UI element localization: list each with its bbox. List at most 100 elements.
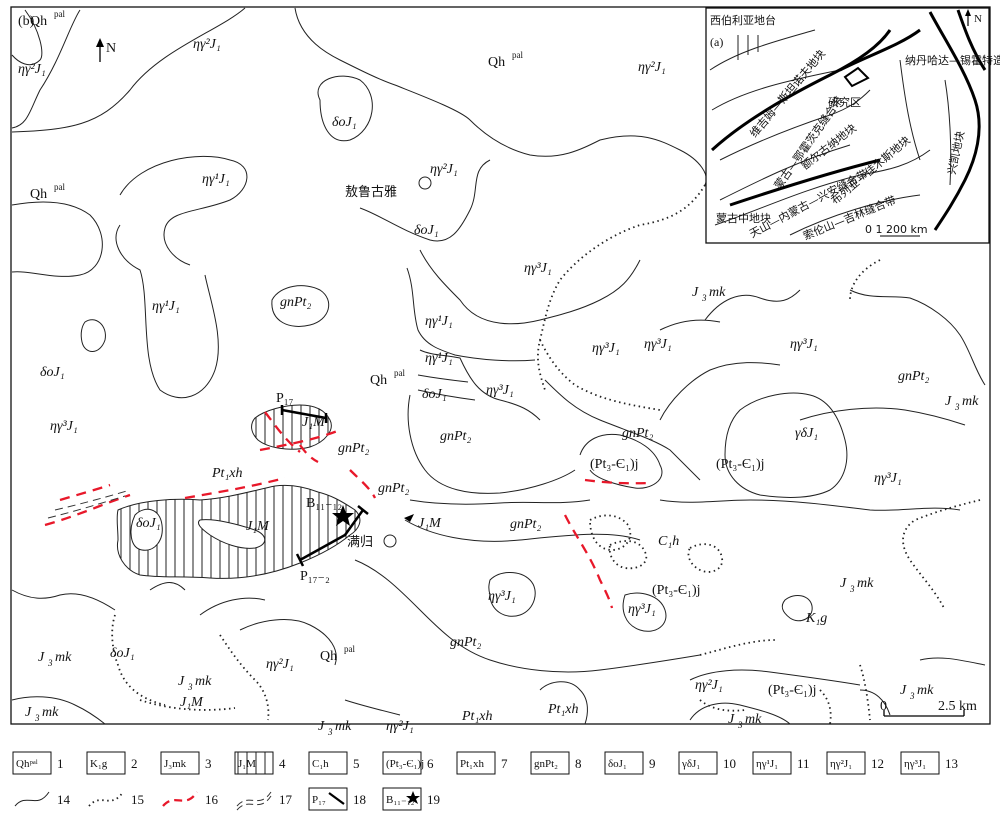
scale-bar: 0 2.5 km [880, 699, 977, 717]
legend-text-9: δoJ₁ [608, 758, 627, 770]
legend-item-18: P₁₇ 18 [308, 787, 366, 811]
svg-text:δoJ₁: δoJ₁ [110, 646, 135, 661]
svg-text:ηγ²J₁: ηγ²J₁ [638, 60, 666, 75]
svg-text:gnPt₂: gnPt₂ [440, 429, 471, 444]
svg-text:pal: pal [344, 644, 355, 654]
legend-number-11: 11 [797, 756, 810, 771]
legend-number-19: 19 [427, 792, 440, 807]
label-b11-12: B₁₁₋₁₂ [306, 496, 342, 511]
svg-text:西伯利亚地台: 西伯利亚地台 [710, 13, 776, 27]
svg-text:ηγ³J₁: ηγ³J₁ [486, 383, 514, 398]
svg-text:gnPt₂: gnPt₂ [450, 635, 481, 650]
svg-text:J₁M: J₁M [418, 516, 442, 531]
legend-text-7: Pt₁xh [460, 758, 485, 770]
legend-number-14: 14 [57, 792, 71, 807]
svg-text:J: J [900, 683, 907, 698]
svg-text:Qh: Qh [30, 14, 47, 29]
pointer-j1m [404, 514, 414, 522]
svg-text:J: J [945, 394, 952, 409]
svg-text:gnPt₂: gnPt₂ [280, 295, 311, 310]
section-lines [280, 405, 369, 567]
inset-north-arrow [965, 9, 971, 26]
legend-number-6: 6 [427, 756, 434, 771]
legend-number-18: 18 [353, 792, 366, 807]
svg-text:Qh: Qh [370, 373, 387, 388]
svg-text:ηγ³J₁: ηγ³J₁ [628, 602, 656, 617]
svg-text:ηγ³J₁: ηγ³J₁ [644, 337, 672, 352]
svg-text:δoJ₁: δoJ₁ [332, 115, 357, 130]
legend-text-1: Qhᵖᵃˡ [16, 758, 38, 770]
legend-text-11: ηγ¹J₁ [756, 758, 778, 770]
svg-text:J₁M: J₁M [246, 519, 270, 534]
svg-text:J₁M: J₁M [302, 415, 326, 430]
svg-text:ηγ¹J₁: ηγ¹J₁ [425, 351, 453, 366]
legend-item-15: 15 [88, 791, 144, 807]
place-aoluguya: 敖鲁古雅 [345, 184, 397, 200]
svg-text:Qh: Qh [488, 55, 505, 70]
svg-text:2.5 km: 2.5 km [938, 699, 977, 714]
legend-number-8: 8 [575, 756, 582, 771]
svg-text:J: J [178, 674, 185, 689]
label-p17: P₁₇ [276, 391, 294, 406]
legend-text-8: gnPt₂ [534, 758, 558, 770]
study-area-box [843, 66, 870, 88]
svg-text:3: 3 [849, 584, 855, 594]
svg-text:ηγ³J₁: ηγ³J₁ [488, 589, 516, 604]
svg-text:Qh: Qh [320, 649, 337, 664]
svg-text:gnPt₂: gnPt₂ [622, 426, 653, 441]
legend-number-12: 12 [871, 756, 884, 771]
svg-text:δoJ₁: δoJ₁ [40, 365, 65, 380]
svg-text:δoJ₁: δoJ₁ [422, 387, 447, 402]
legend-text-2: K₁g [90, 758, 108, 770]
svg-text:ηγ¹J₁: ηγ¹J₁ [425, 314, 453, 329]
legend-item-12: ηγ²J₁ 12 [826, 751, 884, 775]
svg-text:Pt₁xh: Pt₁xh [547, 702, 579, 717]
legend-text-12: ηγ²J₁ [830, 758, 852, 770]
legend-number-15: 15 [131, 792, 144, 807]
sample-star-b11-12 [332, 505, 354, 526]
svg-text:ηγ³J₁: ηγ³J₁ [524, 261, 552, 276]
svg-text:J: J [728, 712, 735, 727]
svg-text:(Pt₃-Є₁)j: (Pt₃-Є₁)j [652, 583, 701, 598]
svg-text:gnPt₂: gnPt₂ [338, 441, 369, 456]
svg-text:pal: pal [394, 368, 405, 378]
legend-number-7: 7 [501, 756, 508, 771]
legend-text-4: J₁M [238, 758, 256, 770]
svg-text:mk: mk [55, 650, 72, 665]
svg-text:ηγ²J₁: ηγ²J₁ [386, 719, 414, 734]
svg-text:J: J [692, 285, 699, 300]
svg-text:gnPt₂: gnPt₂ [510, 517, 541, 532]
legend-number-16: 16 [205, 792, 219, 807]
svg-text:ηγ³J₁: ηγ³J₁ [50, 419, 78, 434]
svg-text:δoJ₁: δoJ₁ [414, 223, 439, 238]
svg-text:3: 3 [187, 682, 193, 692]
legend-number-17: 17 [279, 792, 293, 807]
unit-do-inside-hatch [130, 508, 163, 551]
legend-text-5: C₁h [312, 758, 329, 770]
svg-text:δoJ₁: δoJ₁ [136, 516, 161, 531]
legend-number-3: 3 [205, 756, 212, 771]
svg-text:(Pt₃-Є₁)j: (Pt₃-Є₁)j [768, 683, 817, 698]
legend-text-3: J₃mk [164, 758, 187, 770]
svg-text:(Pt₃-Є₁)j: (Pt₃-Є₁)j [590, 457, 639, 472]
legend-text-18: P₁₇ [312, 794, 326, 806]
svg-text:mk: mk [335, 719, 352, 734]
svg-text:ηγ¹J₁: ηγ¹J₁ [152, 299, 180, 314]
svg-text:gnPt₂: gnPt₂ [378, 481, 409, 496]
legend-item-3: J₃mk 3 [160, 751, 212, 775]
svg-text:ηγ²J₁: ηγ²J₁ [18, 62, 46, 77]
svg-text:J₁M: J₁M [180, 695, 204, 710]
faults [44, 411, 651, 609]
svg-text:3: 3 [327, 727, 333, 737]
svg-text:N: N [106, 41, 116, 56]
svg-text:0 1 200 km: 0 1 200 km [865, 223, 928, 236]
svg-text:Qh: Qh [30, 187, 47, 202]
